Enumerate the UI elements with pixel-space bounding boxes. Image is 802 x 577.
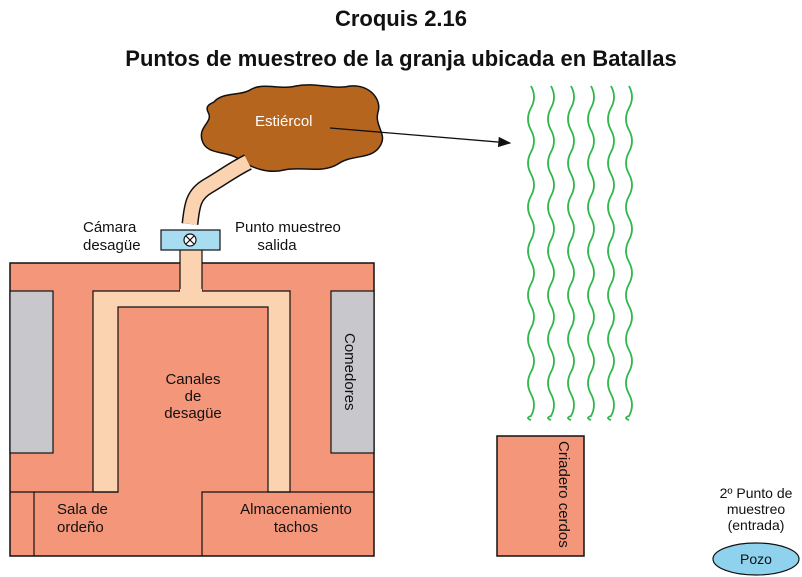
chamber-label-1: Cámara <box>83 219 137 236</box>
storage-room-wall <box>201 491 374 556</box>
channels-label-1: Canales <box>165 371 220 388</box>
well <box>712 542 800 576</box>
sample-in-label-2: muestreo <box>727 501 786 517</box>
milking-label-2: ordeño <box>57 519 104 536</box>
pig-farm <box>496 435 585 557</box>
sample-in-label-3: (entrada) <box>728 517 785 533</box>
sample-out-label-2: salida <box>257 237 297 254</box>
well-label: Pozo <box>740 551 772 567</box>
sample-out-label-1: Punto muestreo <box>235 219 341 236</box>
milking-label-1: Sala de <box>57 501 108 518</box>
feeder-right <box>330 290 375 454</box>
manure-arrow <box>329 127 512 148</box>
diagram-title: Croquis 2.16 <box>334 6 468 31</box>
pig-farm-label: Criadero cerdos <box>555 441 572 548</box>
field-wave-line <box>625 85 633 421</box>
feeders-label: Comedores <box>341 333 358 411</box>
storage-label-2: tachos <box>274 519 318 536</box>
storage-label-1: Almacenamiento <box>240 501 352 518</box>
manure-pile <box>200 84 384 172</box>
field-wave-line <box>567 85 575 421</box>
feeder-left <box>9 290 54 454</box>
channels-label-2: de <box>185 388 202 405</box>
barn-building <box>9 262 375 557</box>
manure-label: Estiércol <box>255 113 313 130</box>
field-wave-line <box>607 85 615 421</box>
field-wave-line <box>547 85 555 421</box>
drain-pipe-vertical <box>179 248 203 292</box>
diagram-subtitle: Puntos de muestreo de la granja ubicada … <box>125 46 677 71</box>
channels-label-3: desagüe <box>164 405 222 422</box>
field-wave-line <box>587 85 595 421</box>
field-wave-line <box>527 85 535 421</box>
field-waves <box>527 85 633 421</box>
chamber-label-2: desagüe <box>83 237 141 254</box>
sample-in-label-1: 2º Punto de <box>720 485 793 501</box>
